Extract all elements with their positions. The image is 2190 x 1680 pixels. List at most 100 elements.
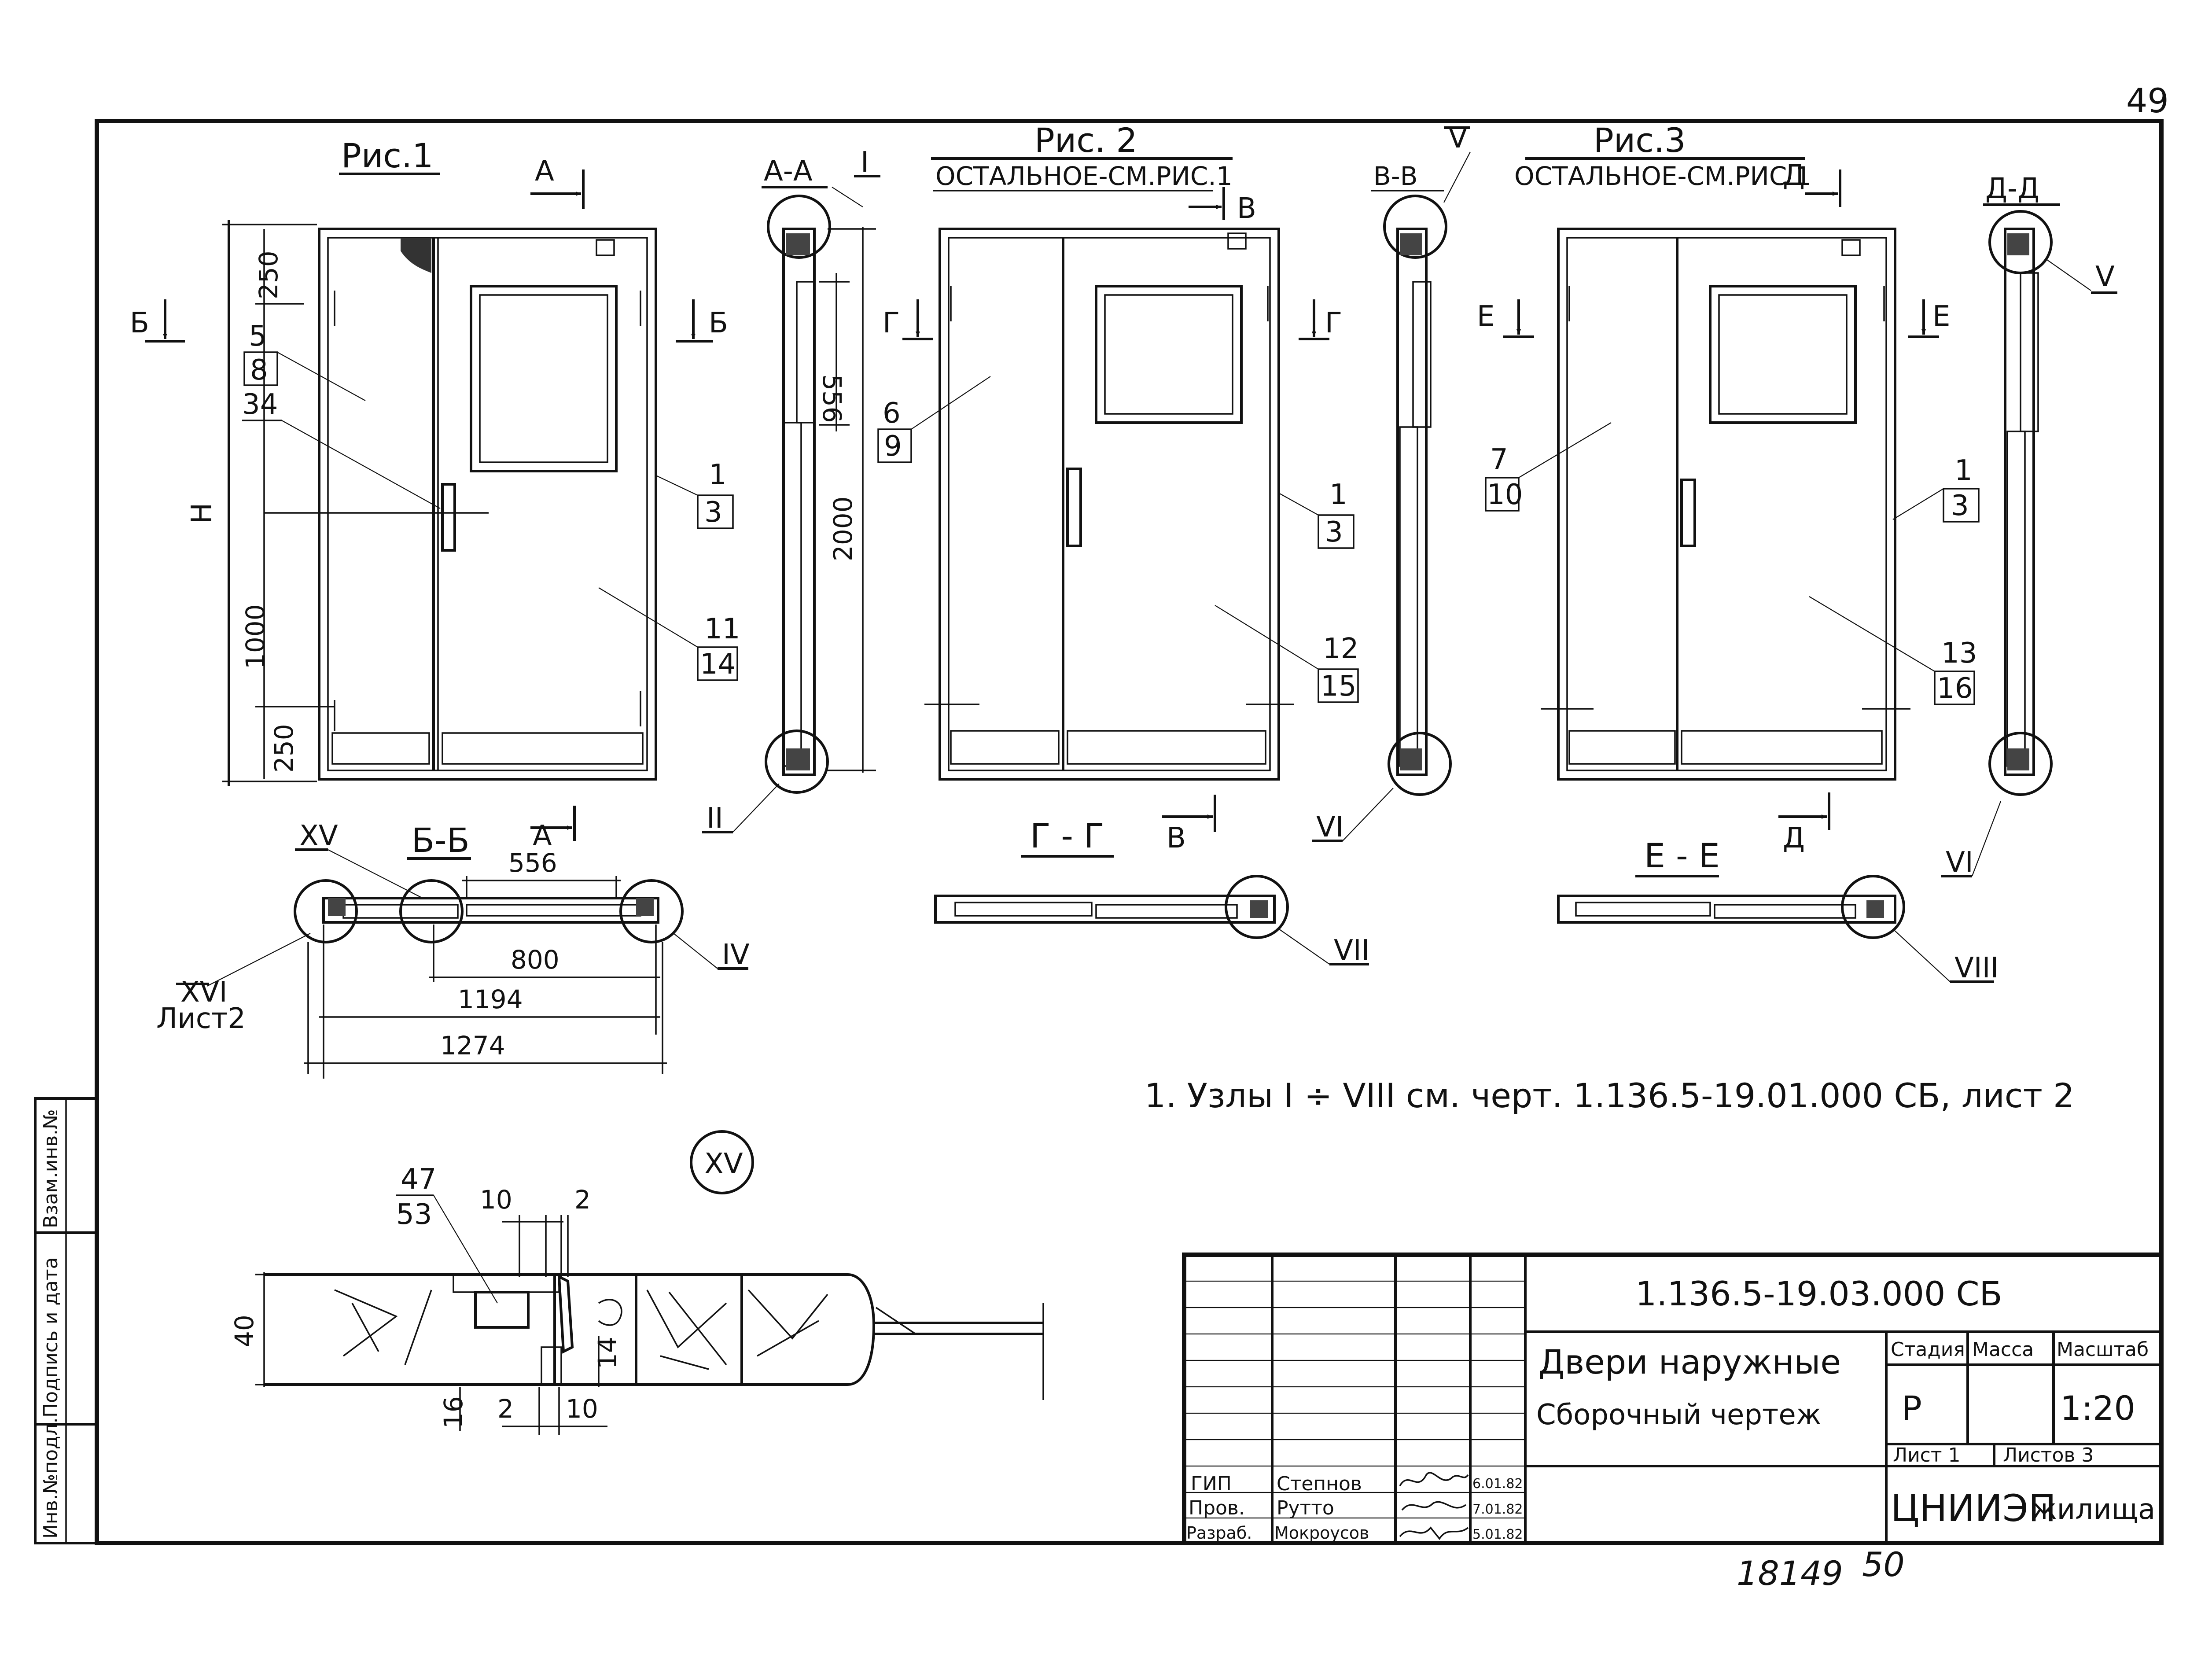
detail-xv-dim-2-bottom: 2 [497, 1394, 514, 1424]
fig1-callout-1: 1 [709, 459, 727, 491]
signature-rutto [1401, 1501, 1467, 1511]
fig1-callout-8: 8 [250, 354, 268, 387]
fig1-mark-a-top: А [535, 155, 554, 188]
title-block-doc-number: 1.136.5-19.03.000 СБ [1635, 1274, 2002, 1313]
fig2-callout-1: 1 [1329, 479, 1347, 511]
section-dd-node-bottom: VI [1946, 846, 1973, 879]
fig2-title: Рис. 2 [1034, 121, 1137, 160]
figure-1: Рис.1 Н 250 1000 250 5 8 [130, 136, 740, 852]
title-block-scale-value: 1:20 [2060, 1389, 2135, 1428]
detail-xv: XV 47 53 40 10 2 14 16 [229, 1130, 1044, 1435]
title-block-role-1: Пров. [1189, 1497, 1245, 1519]
section-gg-title: Г - Г [1030, 816, 1104, 855]
section-bb: Б-Б XV IV XVI Лист2 556 800 1194 [156, 820, 750, 1079]
title-block-date-1: 7.01.82 [1472, 1502, 1523, 1517]
figure-2: Рис. 2 ОСТАЛЬНОЕ-СМ.РИС.1 6 9 1 3 12 15 … [877, 121, 1359, 855]
section-bb-title: Б-Б [412, 821, 470, 860]
fig1-handle [264, 483, 489, 552]
title-block-header-mass: Масса [1972, 1338, 2034, 1361]
page-number: 49 [2126, 81, 2169, 120]
fig3-callout-3: 3 [1951, 490, 1969, 522]
fig1-kick-plate-left [331, 732, 430, 765]
detail-xv-label-circle [690, 1130, 754, 1194]
fig1-callout-3: 3 [704, 496, 722, 529]
section-ee-node: VIII [1954, 952, 1999, 984]
figure-3: Рис.3 ОСТАЛЬНОЕ-СМ.РИС 1 7 10 1 3 13 16 … [1477, 121, 1980, 855]
signature-stepnov [1399, 1472, 1469, 1486]
fig2-mark-g-left: Г [883, 307, 900, 339]
section-dd-door-profile [2004, 228, 2035, 776]
section-aa-node-bottom: II [707, 802, 723, 835]
section-bb-dim-800: 800 [511, 945, 559, 975]
section-bb-node-circle-left [294, 879, 358, 943]
title-block-role-2: Разраб. [1186, 1523, 1252, 1543]
detail-xv-dim-14: 14 [593, 1337, 622, 1369]
fig3-mark-e-left: Е [1477, 300, 1494, 333]
section-vv-node-circle-bottom [1388, 732, 1452, 796]
section-bb-profile [322, 897, 659, 924]
fig3-window [1709, 285, 1857, 424]
fig1-cutaway [401, 238, 431, 273]
section-gg-node-circle [1225, 875, 1289, 939]
title-block-role-0: ГИП [1191, 1473, 1232, 1495]
sheet-frame [95, 119, 2164, 1545]
section-vv-door-profile [1396, 228, 1428, 776]
fig3-mark-d-top: Д [1783, 159, 1805, 192]
title-block-name-1: Рутто [1277, 1497, 1334, 1519]
section-gg: Г - Г VII [934, 816, 1370, 967]
section-bb-node-right: IV [722, 939, 750, 971]
title-block-org: ЦНИИЭП [1891, 1487, 2056, 1530]
section-gg-node: VII [1334, 934, 1370, 967]
general-note: 1. Узлы I ÷ VIII см. черт. 1.136.5-19.01… [1145, 1076, 2074, 1115]
fig1-callout-14: 14 [700, 648, 736, 681]
side-stamp-replace-inv: Взам.инв.№ [40, 1109, 62, 1228]
fig3-title: Рис.3 [1594, 121, 1686, 160]
section-ee: Е - Е VIII [1557, 836, 1999, 984]
section-dd-node-circle-bottom [1988, 732, 2053, 796]
fig2-callout-6: 6 [883, 397, 901, 430]
section-vv-title: В-В [1373, 161, 1418, 191]
side-stamp: Взам.инв.№ Подпись и дата Инв.№подл. [34, 1097, 98, 1544]
section-bb-ref-node: XVI [180, 976, 228, 1009]
fig1-callout-34: 34 [242, 388, 278, 421]
fig2-kick-plate-left [950, 730, 1060, 765]
detail-xv-dim-10-bottom: 10 [566, 1394, 598, 1424]
fig1-latch [596, 239, 615, 256]
title-block-sheets: Листов 3 [2003, 1444, 2094, 1466]
detail-xv-callout-47: 47 [401, 1163, 436, 1196]
section-bb-dim-1194: 1194 [458, 984, 523, 1014]
fig2-mark-g-right: Г [1325, 307, 1342, 339]
side-stamp-sign-date: Подпись и дата [40, 1257, 62, 1418]
section-bb-dim-1274: 1274 [440, 1031, 505, 1061]
section-bb-node-left: XV [299, 820, 338, 852]
fig1-mark-b-left: Б [130, 307, 149, 339]
section-aa-dim-556: 556 [817, 374, 847, 423]
fig3-callout-13: 13 [1941, 637, 1977, 670]
section-dd-node-top: V [2095, 261, 2115, 293]
fig1-callout-5: 5 [249, 320, 267, 353]
fig3-callout-7: 7 [1490, 443, 1508, 476]
section-vv: В-В V VI [1312, 122, 1471, 844]
detail-xv-label: XV [704, 1148, 743, 1180]
section-ee-node-circle [1841, 875, 1905, 939]
section-aa-dim-2000: 2000 [828, 496, 858, 561]
fig3-callout-10: 10 [1487, 479, 1523, 511]
section-ee-title: Е - Е [1644, 836, 1720, 875]
footer-code: 18149 [1737, 1554, 1843, 1593]
fig1-dim-height: Н [186, 503, 218, 524]
fig2-callout-12: 12 [1323, 633, 1358, 665]
fig1-mark-a-bottom: А [533, 820, 552, 852]
title-block-name-line1: Двери наружные [1539, 1342, 1841, 1382]
fig2-window [1095, 285, 1243, 424]
section-bb-ref-sheet: Лист2 [156, 1002, 246, 1035]
fig3-handle [1680, 479, 1696, 547]
title-block-date-0: 6.01.82 [1472, 1476, 1523, 1492]
fig1-mark-b-right: Б [709, 307, 728, 339]
section-aa-node-circle-bottom [765, 729, 829, 794]
fig2-subtitle: ОСТАЛЬНОЕ-СМ.РИС.1 [935, 161, 1233, 191]
fig2-mark-v-bottom: В [1167, 822, 1186, 855]
detail-xv-dim-10-top: 10 [480, 1185, 512, 1215]
fig3-callout-16: 16 [1937, 672, 1973, 705]
title-block-name-2: Мокроусов [1274, 1523, 1369, 1543]
